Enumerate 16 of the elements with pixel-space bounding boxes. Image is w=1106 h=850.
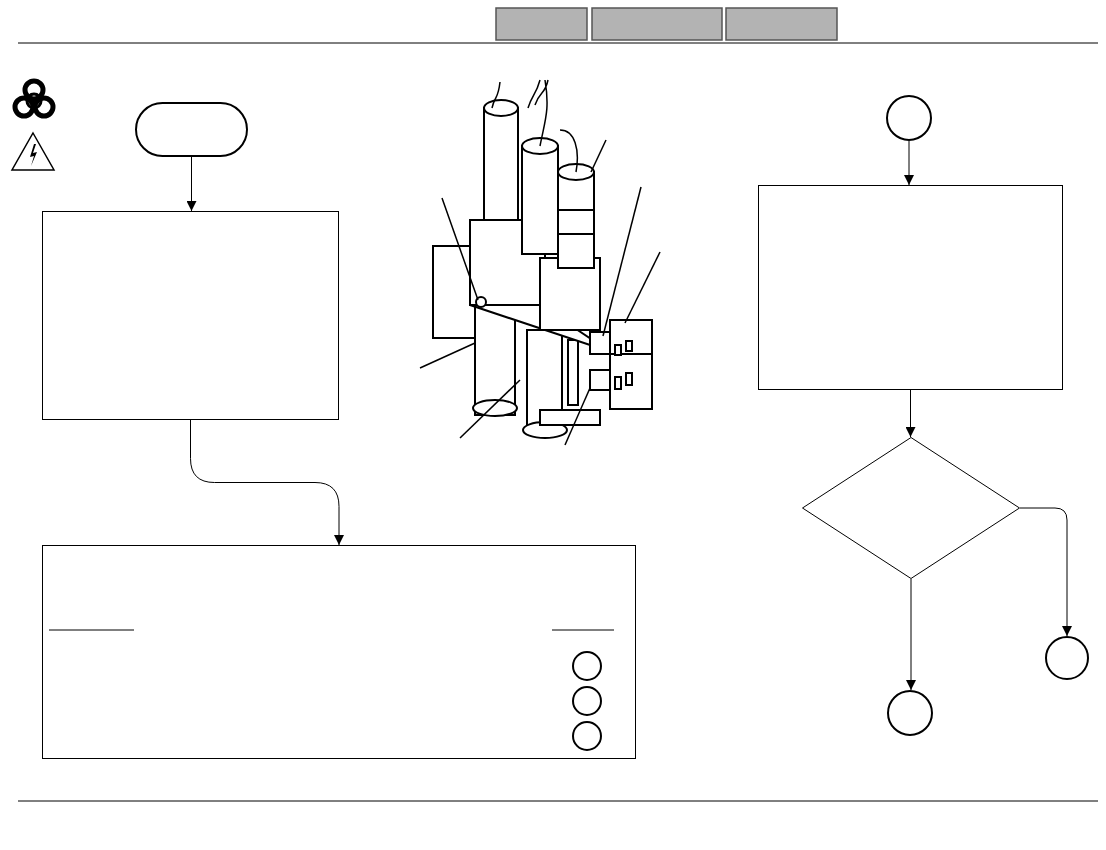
arrow (1019, 507, 1072, 637)
connector-circle (572, 651, 602, 681)
process-box (42, 545, 636, 759)
arrow (906, 578, 916, 691)
arrow (186, 156, 197, 212)
process-box (758, 185, 1063, 390)
process-box (42, 211, 339, 420)
connector-circle (572, 721, 602, 751)
connector-circle (1045, 636, 1089, 680)
arrow (905, 389, 916, 438)
connector-circle (572, 686, 602, 716)
arrow (904, 140, 914, 186)
arrow (190, 419, 344, 546)
decision-diamond (802, 437, 1020, 579)
connector-circle (887, 690, 933, 736)
connector-circle (886, 95, 932, 141)
